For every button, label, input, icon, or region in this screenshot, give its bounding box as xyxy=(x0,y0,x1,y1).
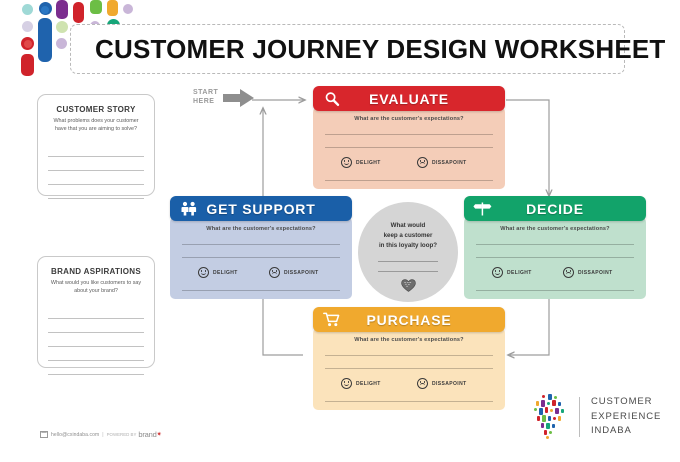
stage-header-evaluate[interactable]: EVALUATE xyxy=(313,86,505,111)
cx-indaba-brand: CUSTOMER EXPERIENCE INDABA xyxy=(525,393,661,441)
stage-sentiment-row: DELIGHT DISSAPOINT xyxy=(182,267,340,278)
stage-label: EVALUATE xyxy=(369,90,449,107)
footer-separator: | xyxy=(102,431,104,438)
delight-label: DELIGHT xyxy=(356,380,381,387)
stage-label: DECIDE xyxy=(526,200,584,217)
smiley-sad-icon xyxy=(563,267,574,278)
shopping-cart-icon xyxy=(322,312,342,328)
write-line[interactable] xyxy=(378,270,438,272)
write-line[interactable] xyxy=(325,147,493,148)
smiley-sad-icon xyxy=(269,267,280,278)
delight-option[interactable]: DELIGHT xyxy=(341,157,417,168)
note-title: BRAND ASPIRATIONS xyxy=(51,267,141,276)
contact-email[interactable]: hello@cxindaba.com xyxy=(51,431,100,438)
start-here-label: START HERE xyxy=(193,89,219,105)
stage-card-decide[interactable]: DECIDE What are the customer's expectati… xyxy=(464,196,646,299)
note-prompt: What problems does your customer have th… xyxy=(53,118,139,133)
delight-label: DELIGHT xyxy=(507,269,532,276)
delight-option[interactable]: DELIGHT xyxy=(492,267,563,278)
write-line[interactable] xyxy=(325,180,493,181)
stage-card-evaluate[interactable]: EVALUATE What are the customer's expecta… xyxy=(313,86,505,189)
write-line[interactable] xyxy=(182,257,340,258)
indaba-bars-logo xyxy=(8,0,133,76)
note-title: CUSTOMER STORY xyxy=(56,105,136,114)
write-line[interactable] xyxy=(325,355,493,356)
stage-sentiment-row: DELIGHT DISSAPOINT xyxy=(325,378,493,389)
stage-sentiment-row: DELIGHT DISSAPOINT xyxy=(476,267,634,278)
write-line[interactable] xyxy=(476,257,634,258)
delight-option[interactable]: DELIGHT xyxy=(198,267,269,278)
stage-body-evaluate[interactable]: What are the customer's expectations? DE… xyxy=(313,107,505,189)
signpost-icon xyxy=(473,201,493,217)
stage-question: What are the customer's expectations? xyxy=(354,337,464,343)
brand-star-icon: ✷ xyxy=(156,432,162,438)
dissapoint-option[interactable]: DISSAPOINT xyxy=(269,267,340,278)
write-line[interactable] xyxy=(325,401,493,402)
write-line[interactable] xyxy=(182,290,340,291)
heart-icon xyxy=(400,278,416,297)
write-line[interactable] xyxy=(325,134,493,135)
dissapoint-label: DISSAPOINT xyxy=(284,269,319,276)
dissapoint-option[interactable]: DISSAPOINT xyxy=(417,157,493,168)
stage-body-purchase[interactable]: What are the customer's expectations? DE… xyxy=(313,328,505,410)
stage-label: PURCHASE xyxy=(366,311,452,328)
stage-question: What are the customer's expectations? xyxy=(206,226,316,232)
loyalty-loop-circle[interactable]: What would keep a customer in this loyal… xyxy=(358,202,458,302)
write-line[interactable] xyxy=(325,368,493,369)
stage-header-get-support[interactable]: GET SUPPORT xyxy=(170,196,352,221)
dissapoint-option[interactable]: DISSAPOINT xyxy=(417,378,493,389)
smiley-sad-icon xyxy=(417,157,428,168)
start-here-marker: START HERE xyxy=(193,88,255,108)
stage-body-get-support[interactable]: What are the customer's expectations? DE… xyxy=(170,217,352,299)
brand-partner-name: brand xyxy=(138,430,157,439)
dissapoint-option[interactable]: DISSAPOINT xyxy=(563,267,634,278)
dissapoint-label: DISSAPOINT xyxy=(432,380,467,387)
smiley-happy-icon xyxy=(492,267,503,278)
stage-header-purchase[interactable]: PURCHASE xyxy=(313,307,505,332)
stage-sentiment-row: DELIGHT DISSAPOINT xyxy=(325,157,493,168)
stage-body-decide[interactable]: What are the customer's expectations? DE… xyxy=(464,217,646,299)
write-line[interactable] xyxy=(182,244,340,245)
powered-by-label: POWERED BY xyxy=(106,432,137,437)
smiley-happy-icon xyxy=(198,267,209,278)
africa-dots-logo xyxy=(525,393,573,441)
brand-divider xyxy=(579,397,580,437)
two-people-icon xyxy=(179,201,199,217)
write-line[interactable] xyxy=(476,244,634,245)
loyalty-question: What would keep a customer in this loyal… xyxy=(378,222,438,250)
write-line[interactable] xyxy=(378,260,438,262)
magnifier-icon xyxy=(322,91,342,107)
smiley-sad-icon xyxy=(417,378,428,389)
smiley-happy-icon xyxy=(341,157,352,168)
dissapoint-label: DISSAPOINT xyxy=(432,159,467,166)
note-customer-story[interactable]: CUSTOMER STORY What problems does your c… xyxy=(37,94,155,200)
stage-card-get-support[interactable]: GET SUPPORT What are the customer's expe… xyxy=(170,196,352,299)
page-title-box: CUSTOMER JOURNEY DESIGN WORKSHEET xyxy=(70,24,665,74)
note-prompt: What would you like customers to say abo… xyxy=(50,280,142,295)
page-title: CUSTOMER JOURNEY DESIGN WORKSHEET xyxy=(95,34,666,64)
note-write-lines[interactable] xyxy=(38,305,154,376)
footer-credits: hello@cxindaba.com | POWERED BY brand ✷ xyxy=(40,430,162,439)
envelope-icon xyxy=(40,431,48,438)
write-line[interactable] xyxy=(476,290,634,291)
stage-question: What are the customer's expectations? xyxy=(354,116,464,122)
stage-card-purchase[interactable]: PURCHASE What are the customer's expecta… xyxy=(313,307,505,410)
stage-header-decide[interactable]: DECIDE xyxy=(464,196,646,221)
start-arrow-icon xyxy=(223,89,255,107)
stage-label: GET SUPPORT xyxy=(206,200,316,217)
note-brand-aspirations[interactable]: BRAND ASPIRATIONS What would you like cu… xyxy=(37,256,155,376)
delight-label: DELIGHT xyxy=(213,269,238,276)
brand-wordmark: CUSTOMER EXPERIENCE INDABA xyxy=(591,395,662,437)
stage-question: What are the customer's expectations? xyxy=(500,226,610,232)
delight-option[interactable]: DELIGHT xyxy=(341,378,417,389)
dissapoint-label: DISSAPOINT xyxy=(578,269,613,276)
smiley-happy-icon xyxy=(341,378,352,389)
note-write-lines[interactable] xyxy=(38,143,154,200)
delight-label: DELIGHT xyxy=(356,159,381,166)
